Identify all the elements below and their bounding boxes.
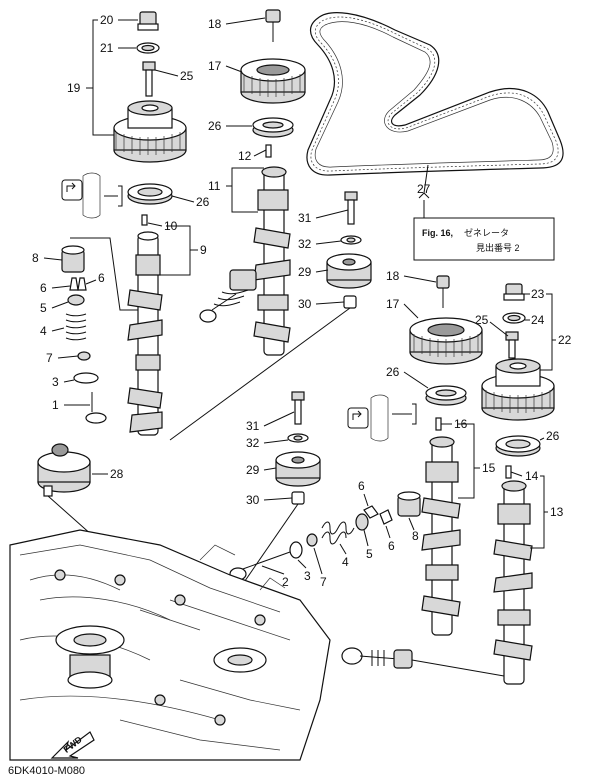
leader-27 — [423, 164, 429, 194]
callout-32b: 32 — [246, 436, 260, 450]
callout-5b: 5 — [366, 547, 373, 561]
service-tool-icon-left — [61, 172, 123, 219]
callout-18a: 18 — [208, 17, 222, 31]
callout-9: 9 — [200, 243, 207, 257]
callout-25b: 25 — [475, 313, 489, 327]
callout-22: 22 — [558, 333, 572, 347]
ref-title: ゼネレータ — [464, 227, 509, 238]
left-valve-components — [61, 245, 107, 424]
callout-26a: 26 — [196, 195, 210, 209]
tensioner-upper — [326, 191, 372, 309]
callout-7b: 7 — [320, 575, 327, 589]
callout-5a: 5 — [40, 301, 47, 315]
auto-tensioner-28 — [37, 443, 91, 497]
center-pulley-assembly — [240, 9, 306, 138]
center-camshaft — [199, 144, 291, 356]
callout-13: 13 — [550, 505, 564, 519]
right-valve-components — [229, 505, 393, 581]
callout-21: 21 — [100, 41, 114, 55]
callout-24: 24 — [531, 313, 545, 327]
right-pulley-assembly-rear — [481, 283, 555, 457]
left-camshaft — [127, 214, 163, 436]
callout-15: 15 — [482, 461, 496, 475]
callout-6a: 6 — [40, 281, 47, 295]
timing-belt — [306, 12, 564, 176]
callout-8b: 8 — [412, 529, 419, 543]
callout-28: 28 — [110, 467, 124, 481]
callout-29a: 29 — [298, 265, 312, 279]
callout-26d: 26 — [546, 429, 560, 443]
callout-1: 1 — [52, 398, 59, 412]
callout-25a: 25 — [180, 69, 194, 83]
right-pulley-assembly-front — [409, 275, 483, 406]
callout-7a: 7 — [46, 351, 53, 365]
ref-fig-number: Fig. 16, — [422, 228, 453, 238]
callout-17b: 17 — [386, 297, 400, 311]
tensioner-lower — [275, 391, 321, 505]
callout-4b: 4 — [342, 555, 349, 569]
callout-26b: 26 — [208, 119, 222, 133]
callout-31b: 31 — [246, 419, 260, 433]
leader-27-arrow — [418, 192, 430, 199]
callout-30b: 30 — [246, 493, 260, 507]
callout-2: 2 — [282, 575, 289, 589]
callout-6c: 6 — [358, 479, 365, 493]
right-camshaft-exhaust — [493, 465, 533, 685]
right-camshaft-intake — [397, 417, 461, 636]
callout-8a: 8 — [32, 251, 39, 265]
callout-19: 19 — [67, 81, 81, 95]
callout-20: 20 — [100, 13, 114, 27]
callout-11: 11 — [208, 179, 221, 193]
callout-27: 27 — [417, 182, 431, 196]
callout-4a: 4 — [40, 324, 47, 338]
callout-23: 23 — [531, 287, 545, 301]
callout-32a: 32 — [298, 237, 312, 251]
callout-30a: 30 — [298, 297, 312, 311]
callout-3a: 3 — [52, 375, 59, 389]
callout-14: 14 — [525, 469, 539, 483]
callout-31a: 31 — [298, 211, 312, 225]
figure-code: 6DK4010-M080 — [8, 765, 85, 777]
right-valve-lower — [341, 647, 413, 669]
engine-block — [9, 529, 331, 761]
callout-3b: 3 — [304, 569, 311, 583]
callout-26c: 26 — [386, 365, 400, 379]
ref-subtitle: 見出番号 2 — [476, 242, 520, 253]
callout-6b: 6 — [98, 271, 105, 285]
callout-17a: 17 — [208, 59, 222, 73]
callout-18b: 18 — [386, 269, 400, 283]
service-tool-icon-right — [347, 394, 417, 442]
reference-box: Fig. 16, ゼネレータ 見出番号 2 — [413, 200, 555, 261]
callout-12: 12 — [238, 149, 252, 163]
callout-6d: 6 — [388, 539, 395, 553]
left-pulley-assembly — [113, 11, 187, 205]
callout-29b: 29 — [246, 463, 260, 477]
